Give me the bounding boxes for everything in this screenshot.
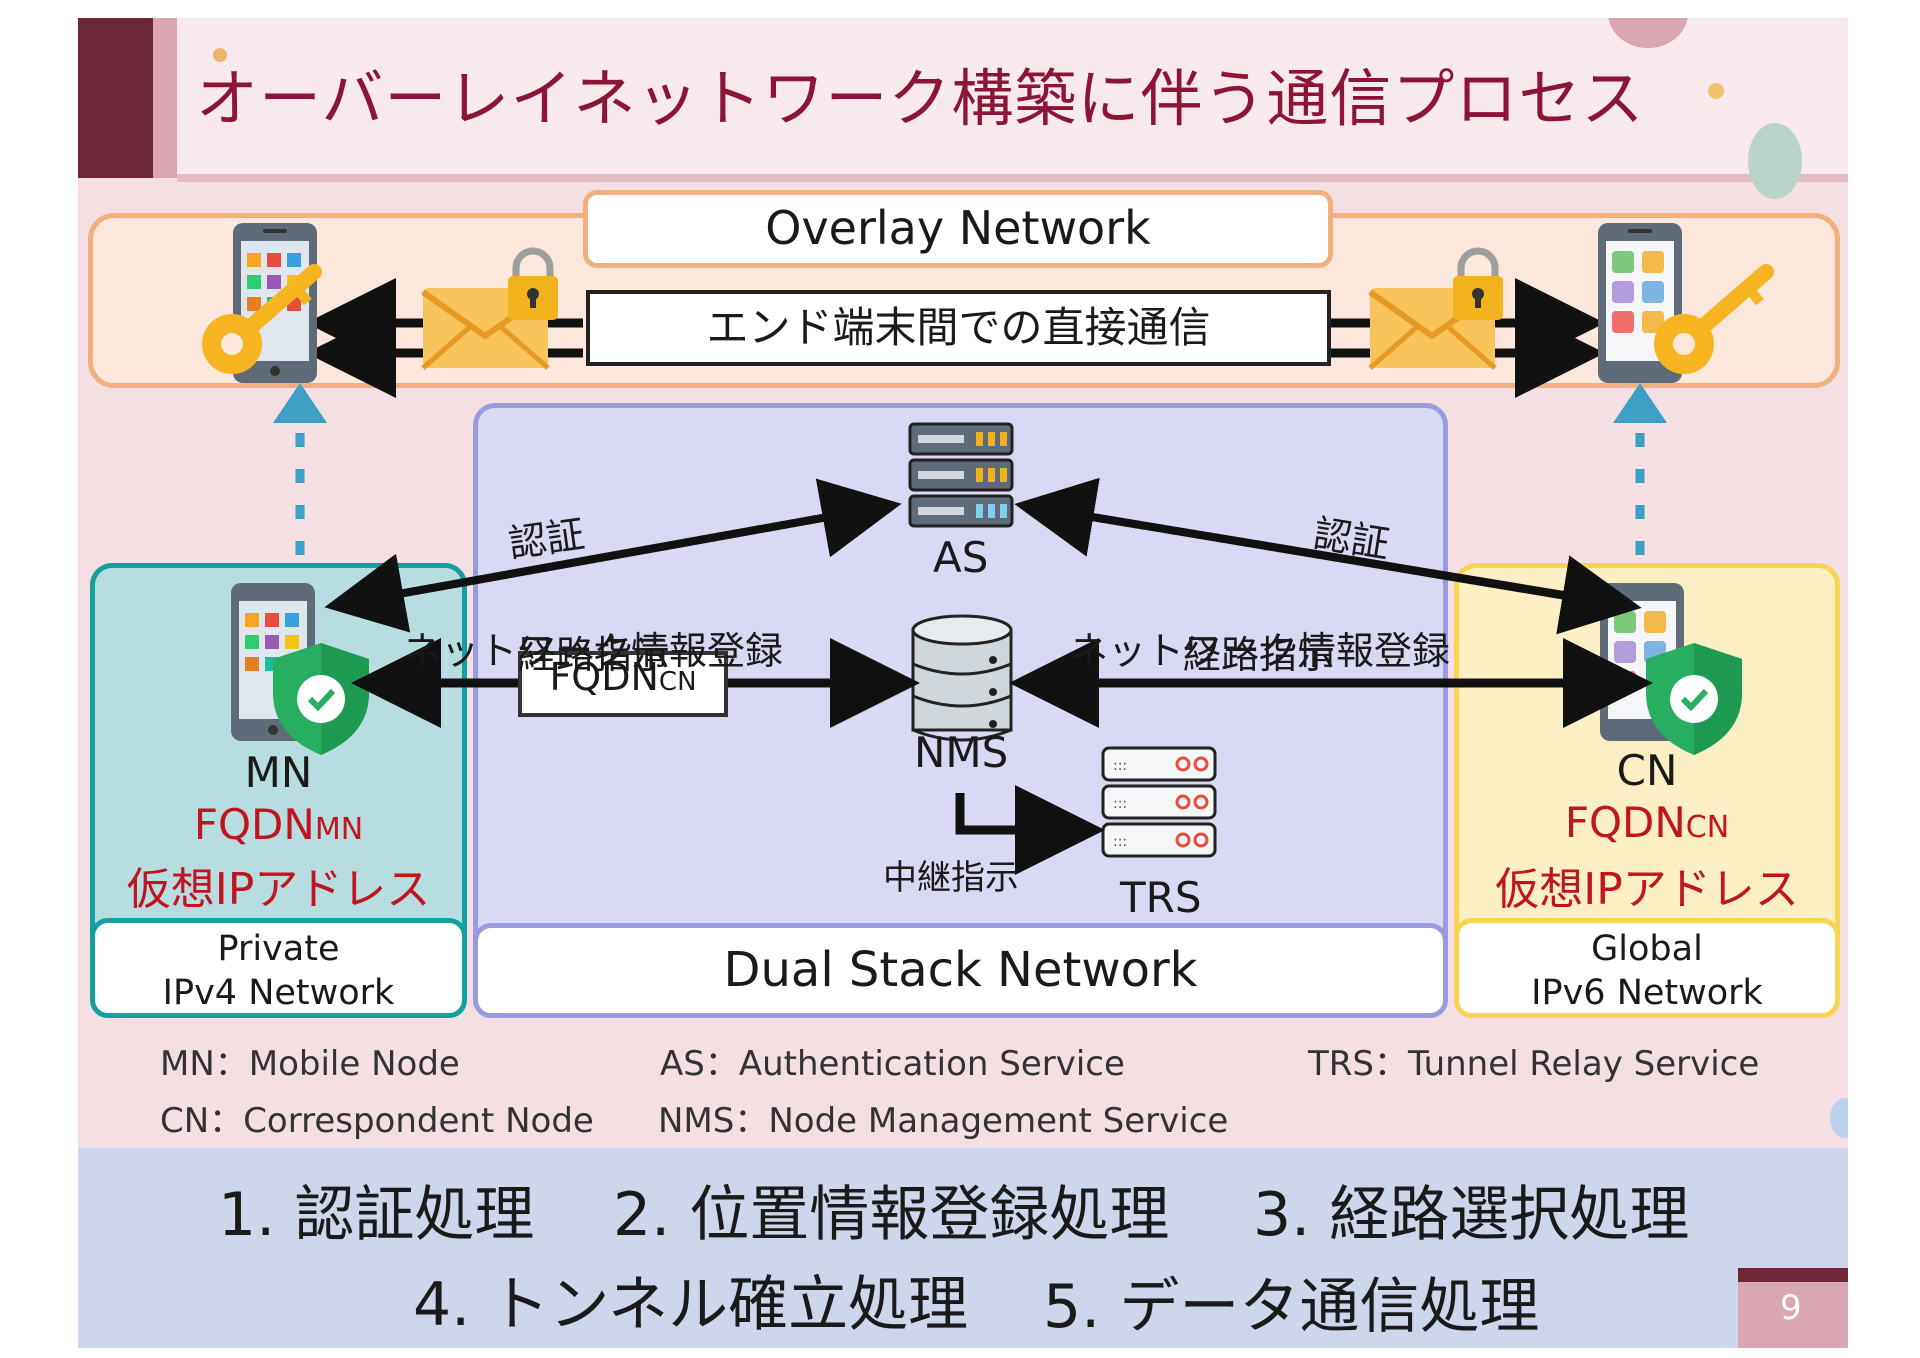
svg-text::::: ::: [1113,758,1127,774]
fqdn-cn-box-sub: CN [658,667,697,697]
cn-fqdn-text: FQDN [1564,798,1686,847]
as-label: AS [933,533,989,582]
cn-name: CN [1616,746,1678,795]
slide: オーバーレイネットワーク構築に伴う通信プロセス Overlay Network … [78,18,1848,1348]
decor-circle-green [1748,123,1802,199]
key-icon [1654,264,1774,374]
legend-cn: CN：Correspondent Node [160,1101,594,1141]
step-3: 3. 経路選択処理 [1253,1180,1690,1250]
padlock-icon [508,247,558,320]
step-2: 2. 位置情報登録処理 [613,1180,1170,1250]
title-bar [78,18,1848,178]
net-info-label-left: ネットワーク情報登録 [403,629,784,673]
phone-icon [1598,223,1682,383]
auth-arrow-left [324,478,902,633]
fqdn-cn-box: FQDNCN [518,651,728,717]
overlay-network-text: Overlay Network [765,201,1151,255]
diagram-graphics: ::: ::: ::: [202,223,1774,875]
step-1: 1. 認証処理 [218,1180,535,1250]
mn-overlay-connector [273,383,327,563]
title-underline [177,174,1848,182]
decor-dot-blue [1830,1098,1848,1138]
svg-text::::: ::: [1113,796,1127,812]
page-number: 9 [1780,1288,1802,1328]
mn-fqdn-text: FQDN [193,800,315,849]
nms-label: NMS [914,728,1009,777]
padlock-icon [1453,247,1503,320]
key-icon [202,264,322,374]
global-network-line2: IPv6 Network [1531,973,1763,1013]
fqdn-cn-box-text: FQDN [549,655,659,699]
decor-dot-right [1708,83,1724,99]
title-accent-light [153,18,177,178]
overlay-network-label: Overlay Network [583,190,1333,268]
private-network-line1: Private [217,929,340,969]
direct-comm-text: エンド端末間での直接通信 [706,303,1211,352]
dual-stack-text: Dual Stack Network [723,942,1198,998]
page-title: オーバーレイネットワーク構築に伴う通信プロセス [196,62,1645,135]
cn-overlay-connector [1613,383,1667,563]
shield-check-icon [1646,643,1742,755]
route-label-right: 経路指示 [1183,633,1336,677]
step-4: 4. トンネル確立処理 [413,1270,969,1340]
legend-as: AS：Authentication Service [660,1044,1125,1084]
global-network-line1: Global [1591,929,1703,969]
relay-instruction-label: 中継指示 [883,858,1019,898]
title-accent-dark [78,18,153,178]
server-icon [908,422,1014,528]
cn-virtual-ip: 仮想IPアドレス [1495,864,1799,915]
decor-dot [213,48,227,62]
step-5: 5. データ通信処理 [1043,1272,1540,1342]
relay-instruction-arrow [955,785,1105,875]
private-network-label: Private IPv4 Network [90,918,467,1018]
legend-nms: NMS：Node Management Service [658,1101,1229,1141]
cn-fqdn-sub: CN [1685,810,1730,845]
global-network-label: Global IPv6 Network [1454,918,1840,1018]
net-info-label-right: ネットワーク情報登録 [1070,629,1451,673]
mn-name: MN [244,748,313,797]
trs-label: TRS [1120,873,1202,922]
svg-text::::: ::: [1113,834,1127,850]
direct-comm-label: エンド端末間での直接通信 [586,290,1331,366]
auth-arrow-right [1014,477,1642,635]
auth-label-right: 認証 [1310,511,1393,567]
private-network-line2: IPv4 Network [162,973,395,1013]
server-icon: ::: ::: ::: [1101,746,1217,858]
route-label-left: 経路指示 [518,633,671,677]
legend-trs: TRS：Tunnel Relay Service [1308,1044,1760,1084]
cn-fqdn: FQDNCN [1454,798,1840,847]
mn-virtual-ip: 仮想IPアドレス [126,864,431,915]
process-steps-band [78,1148,1848,1348]
database-icon [911,614,1013,742]
legend-mn: MN：Mobile Node [160,1044,460,1084]
page-number-accent [1738,1268,1848,1282]
mn-fqdn-sub: MN [314,812,364,847]
dual-stack-label: Dual Stack Network [473,923,1448,1018]
mn-fqdn: FQDNMN [90,800,467,849]
auth-label-left: 認証 [505,511,588,567]
